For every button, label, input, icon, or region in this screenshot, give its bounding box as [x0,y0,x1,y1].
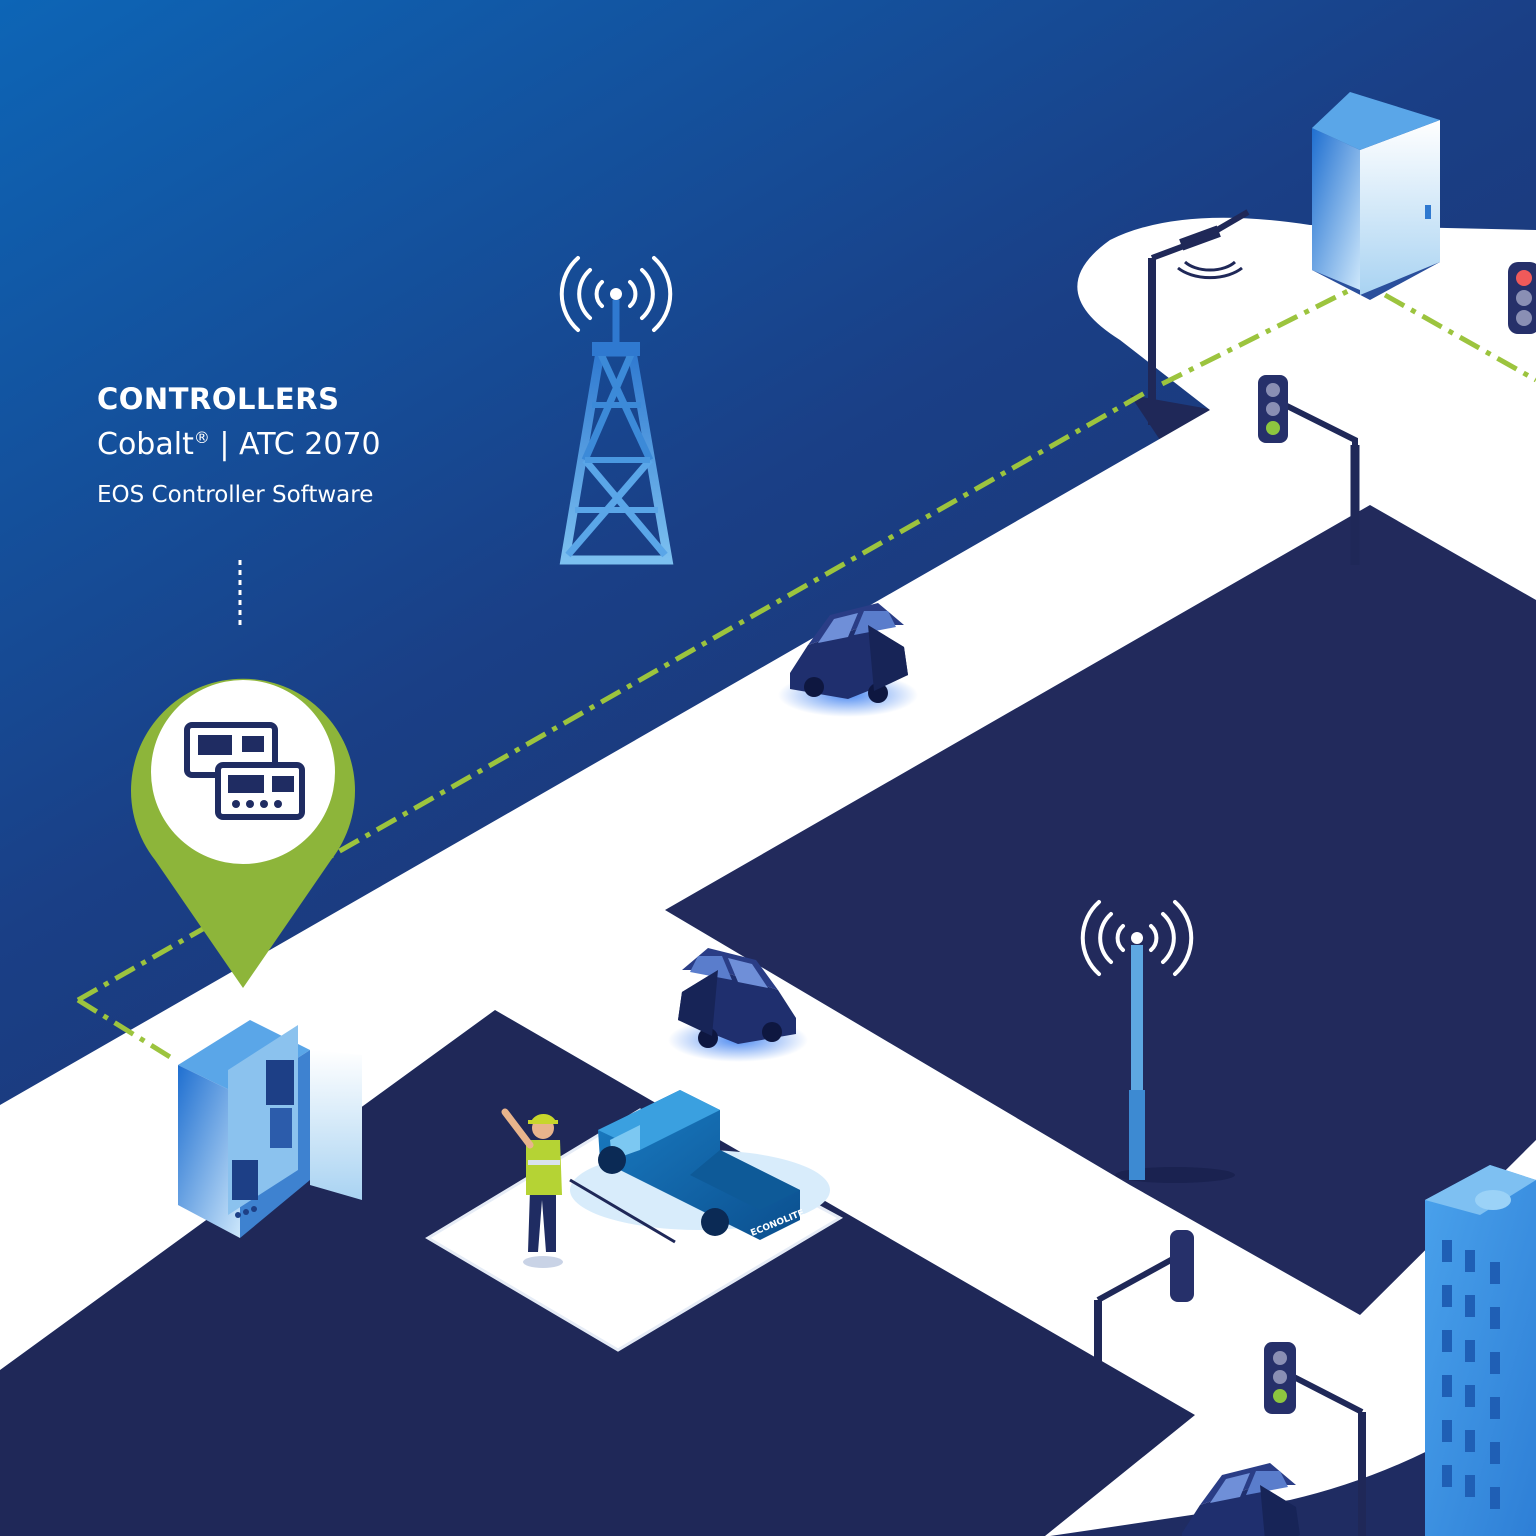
road-network [0,217,1536,1536]
product-cobalt: Cobalt [97,427,194,462]
ground-block-right [665,505,1536,1315]
cell-tower-icon [559,256,674,565]
office-building-icon [1425,1165,1536,1536]
roadside-cabinet-icon [1312,92,1440,300]
pickup-truck-icon: ECONOLITE [570,1090,830,1240]
controllers-caption: CONTROLLERS Cobalt® | ATC 2070 EOS Contr… [97,380,381,511]
product-atc: ATC 2070 [239,427,381,462]
measuring-rod [569,1178,676,1244]
worker-icon [501,1108,563,1268]
traffic-cabinet-icon [178,1020,362,1238]
controller-devices-icon [184,722,305,820]
traffic-light-icon [1264,1342,1366,1536]
traffic-light-icon [1508,262,1536,334]
product-separator: | [219,427,230,462]
network-line-main [76,287,1352,1003]
map-pin-icon [131,678,356,988]
caption-heading: CONTROLLERS [97,382,340,416]
caption-software: EOS Controller Software [97,482,374,508]
antenna-pole-icon [1080,900,1235,1183]
network-line-cabinet [76,997,177,1063]
street-lamp-icon [1148,209,1250,425]
traffic-light-icon [1258,375,1360,565]
registered-mark: ® [193,428,210,447]
network-line-right [1383,292,1536,383]
traffic-light-icon [1094,1230,1194,1425]
caption-products: Cobalt® | ATC 2070 [97,418,381,465]
